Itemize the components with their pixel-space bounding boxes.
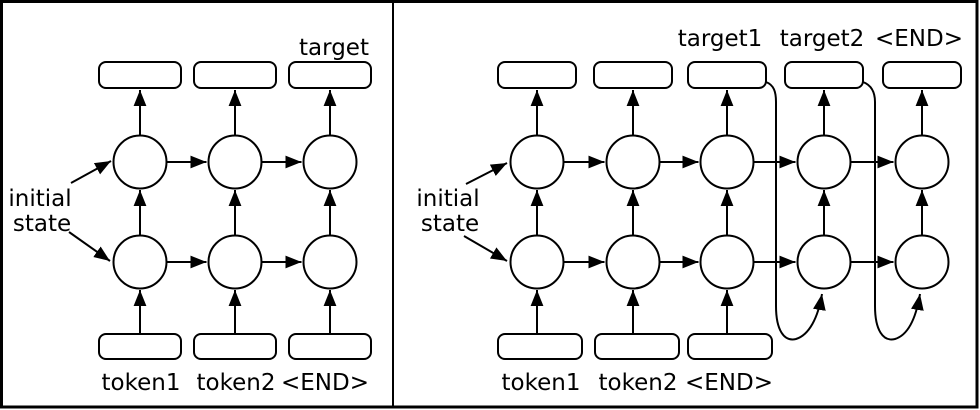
output-box <box>193 61 277 89</box>
input-box <box>687 333 773 360</box>
left-initial-label-line2: state <box>13 211 71 237</box>
output-box <box>288 61 372 89</box>
input-box <box>288 333 372 360</box>
rnn-cell <box>509 134 565 190</box>
left-token-label-1: token1 <box>102 370 181 396</box>
rnn-cell <box>796 134 852 190</box>
initial-state-arrow <box>68 231 111 262</box>
right-initial-label-line2: state <box>421 211 479 237</box>
feedback-arrow <box>862 81 924 341</box>
rnn-cell <box>605 134 661 190</box>
input-box <box>98 333 182 360</box>
right-token-label-2: token2 <box>599 370 678 396</box>
initial-state-arrow <box>463 235 508 262</box>
left-target-label: target <box>299 35 369 61</box>
rnn-cell <box>894 134 950 190</box>
right-target-label-1: target1 <box>678 26 763 52</box>
initial-state-arrow <box>465 162 508 185</box>
initial-state-arrow <box>70 160 112 184</box>
right-token-label-1: token1 <box>502 370 581 396</box>
rnn-cell <box>509 234 565 290</box>
output-box <box>687 61 767 89</box>
feedback-arrow <box>765 81 826 341</box>
rnn-cell <box>699 134 755 190</box>
right-target-label-3: <END> <box>875 26 963 52</box>
right-target-label-2: target2 <box>780 26 865 52</box>
input-box <box>193 333 277 360</box>
rnn-cell <box>112 234 168 290</box>
right-initial-label-line1: initial <box>416 186 479 212</box>
input-box <box>594 333 680 360</box>
rnn-cell <box>605 234 661 290</box>
rnn-cell <box>112 134 168 190</box>
output-box <box>882 61 962 89</box>
rnn-cell <box>207 234 263 290</box>
rnn-cell <box>302 234 358 290</box>
right-token-label-3: <END> <box>685 370 773 396</box>
right-panel: target1 target2 <END> token1 token2 <END… <box>416 26 963 396</box>
output-box <box>497 61 577 89</box>
rnn-cell <box>796 234 852 290</box>
rnn-cell <box>699 234 755 290</box>
rnn-cell <box>302 134 358 190</box>
output-box <box>593 61 673 89</box>
rnn-cell <box>207 134 263 190</box>
input-box <box>497 333 583 360</box>
left-initial-label-line1: initial <box>8 186 71 212</box>
left-token-label-2: token2 <box>197 370 276 396</box>
output-box <box>784 61 864 89</box>
left-token-label-3: <END> <box>281 370 369 396</box>
rnn-cell <box>894 234 950 290</box>
output-box <box>98 61 182 89</box>
left-panel: target token1 token2 <END> initial state <box>8 35 372 396</box>
